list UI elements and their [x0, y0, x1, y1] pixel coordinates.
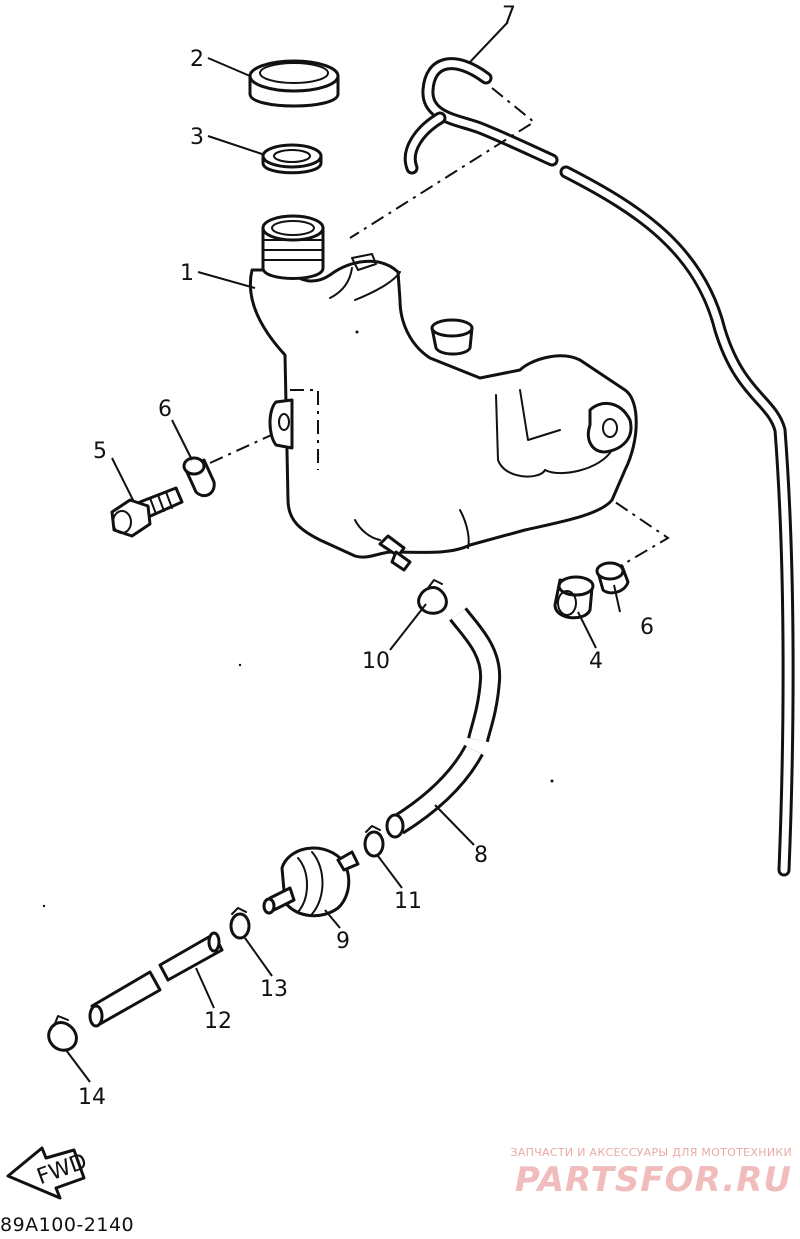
callout-8: 8: [474, 843, 488, 868]
collar-part-6-left: [182, 456, 216, 498]
callout-10: 10: [362, 649, 390, 674]
cap-part-2: [248, 59, 340, 108]
watermark-brand: PARTSFOR.RU: [514, 1160, 792, 1200]
gasket-part-3: [261, 143, 323, 175]
fwd-arrow: FWD: [6, 1146, 91, 1200]
callout-4: 4: [589, 649, 603, 674]
callout-3: 3: [190, 125, 204, 150]
clamp-part-14: [47, 1015, 78, 1052]
callout-9: 9: [336, 929, 350, 954]
speck: [355, 330, 359, 334]
callout-2: 2: [190, 47, 204, 72]
callout-6-right: 6: [640, 615, 654, 640]
watermark-tagline: ЗАПЧАСТИ И АКСЕССУАРЫ ДЛЯ МОТОТЕХНИКИ: [510, 1146, 792, 1159]
speck: [42, 904, 46, 908]
reservoir-tank-part-1: [249, 214, 638, 572]
callout-1: 1: [180, 261, 194, 286]
hose-part-8: [385, 607, 502, 839]
grommet-part-4: [553, 575, 595, 620]
collar-part-6-right: [595, 561, 630, 595]
hose-part-12: [88, 931, 224, 1028]
callout-13: 13: [260, 977, 288, 1002]
fuel-filter-part-9: [262, 846, 360, 918]
clip-part-11: [363, 825, 385, 858]
clip-part-13: [229, 907, 251, 940]
diagram-code: 89A100-2140: [0, 1214, 135, 1236]
callout-5: 5: [93, 439, 107, 464]
callout-12: 12: [204, 1009, 232, 1034]
callout-14: 14: [78, 1085, 106, 1110]
speck: [550, 779, 554, 783]
overflow-hose: [559, 165, 795, 877]
callout-7: 7: [502, 3, 516, 28]
bolt-part-5: [110, 486, 184, 538]
callout-numbers: 2 3 1 6 5 6 4 7 8 10 11 9 13 12 14: [78, 3, 654, 1110]
speck: [238, 663, 242, 667]
callout-11: 11: [394, 889, 422, 914]
breather-hose-part-7: [403, 57, 559, 175]
leader-lines: [65, 21, 621, 1083]
callout-6-left: 6: [158, 397, 172, 422]
